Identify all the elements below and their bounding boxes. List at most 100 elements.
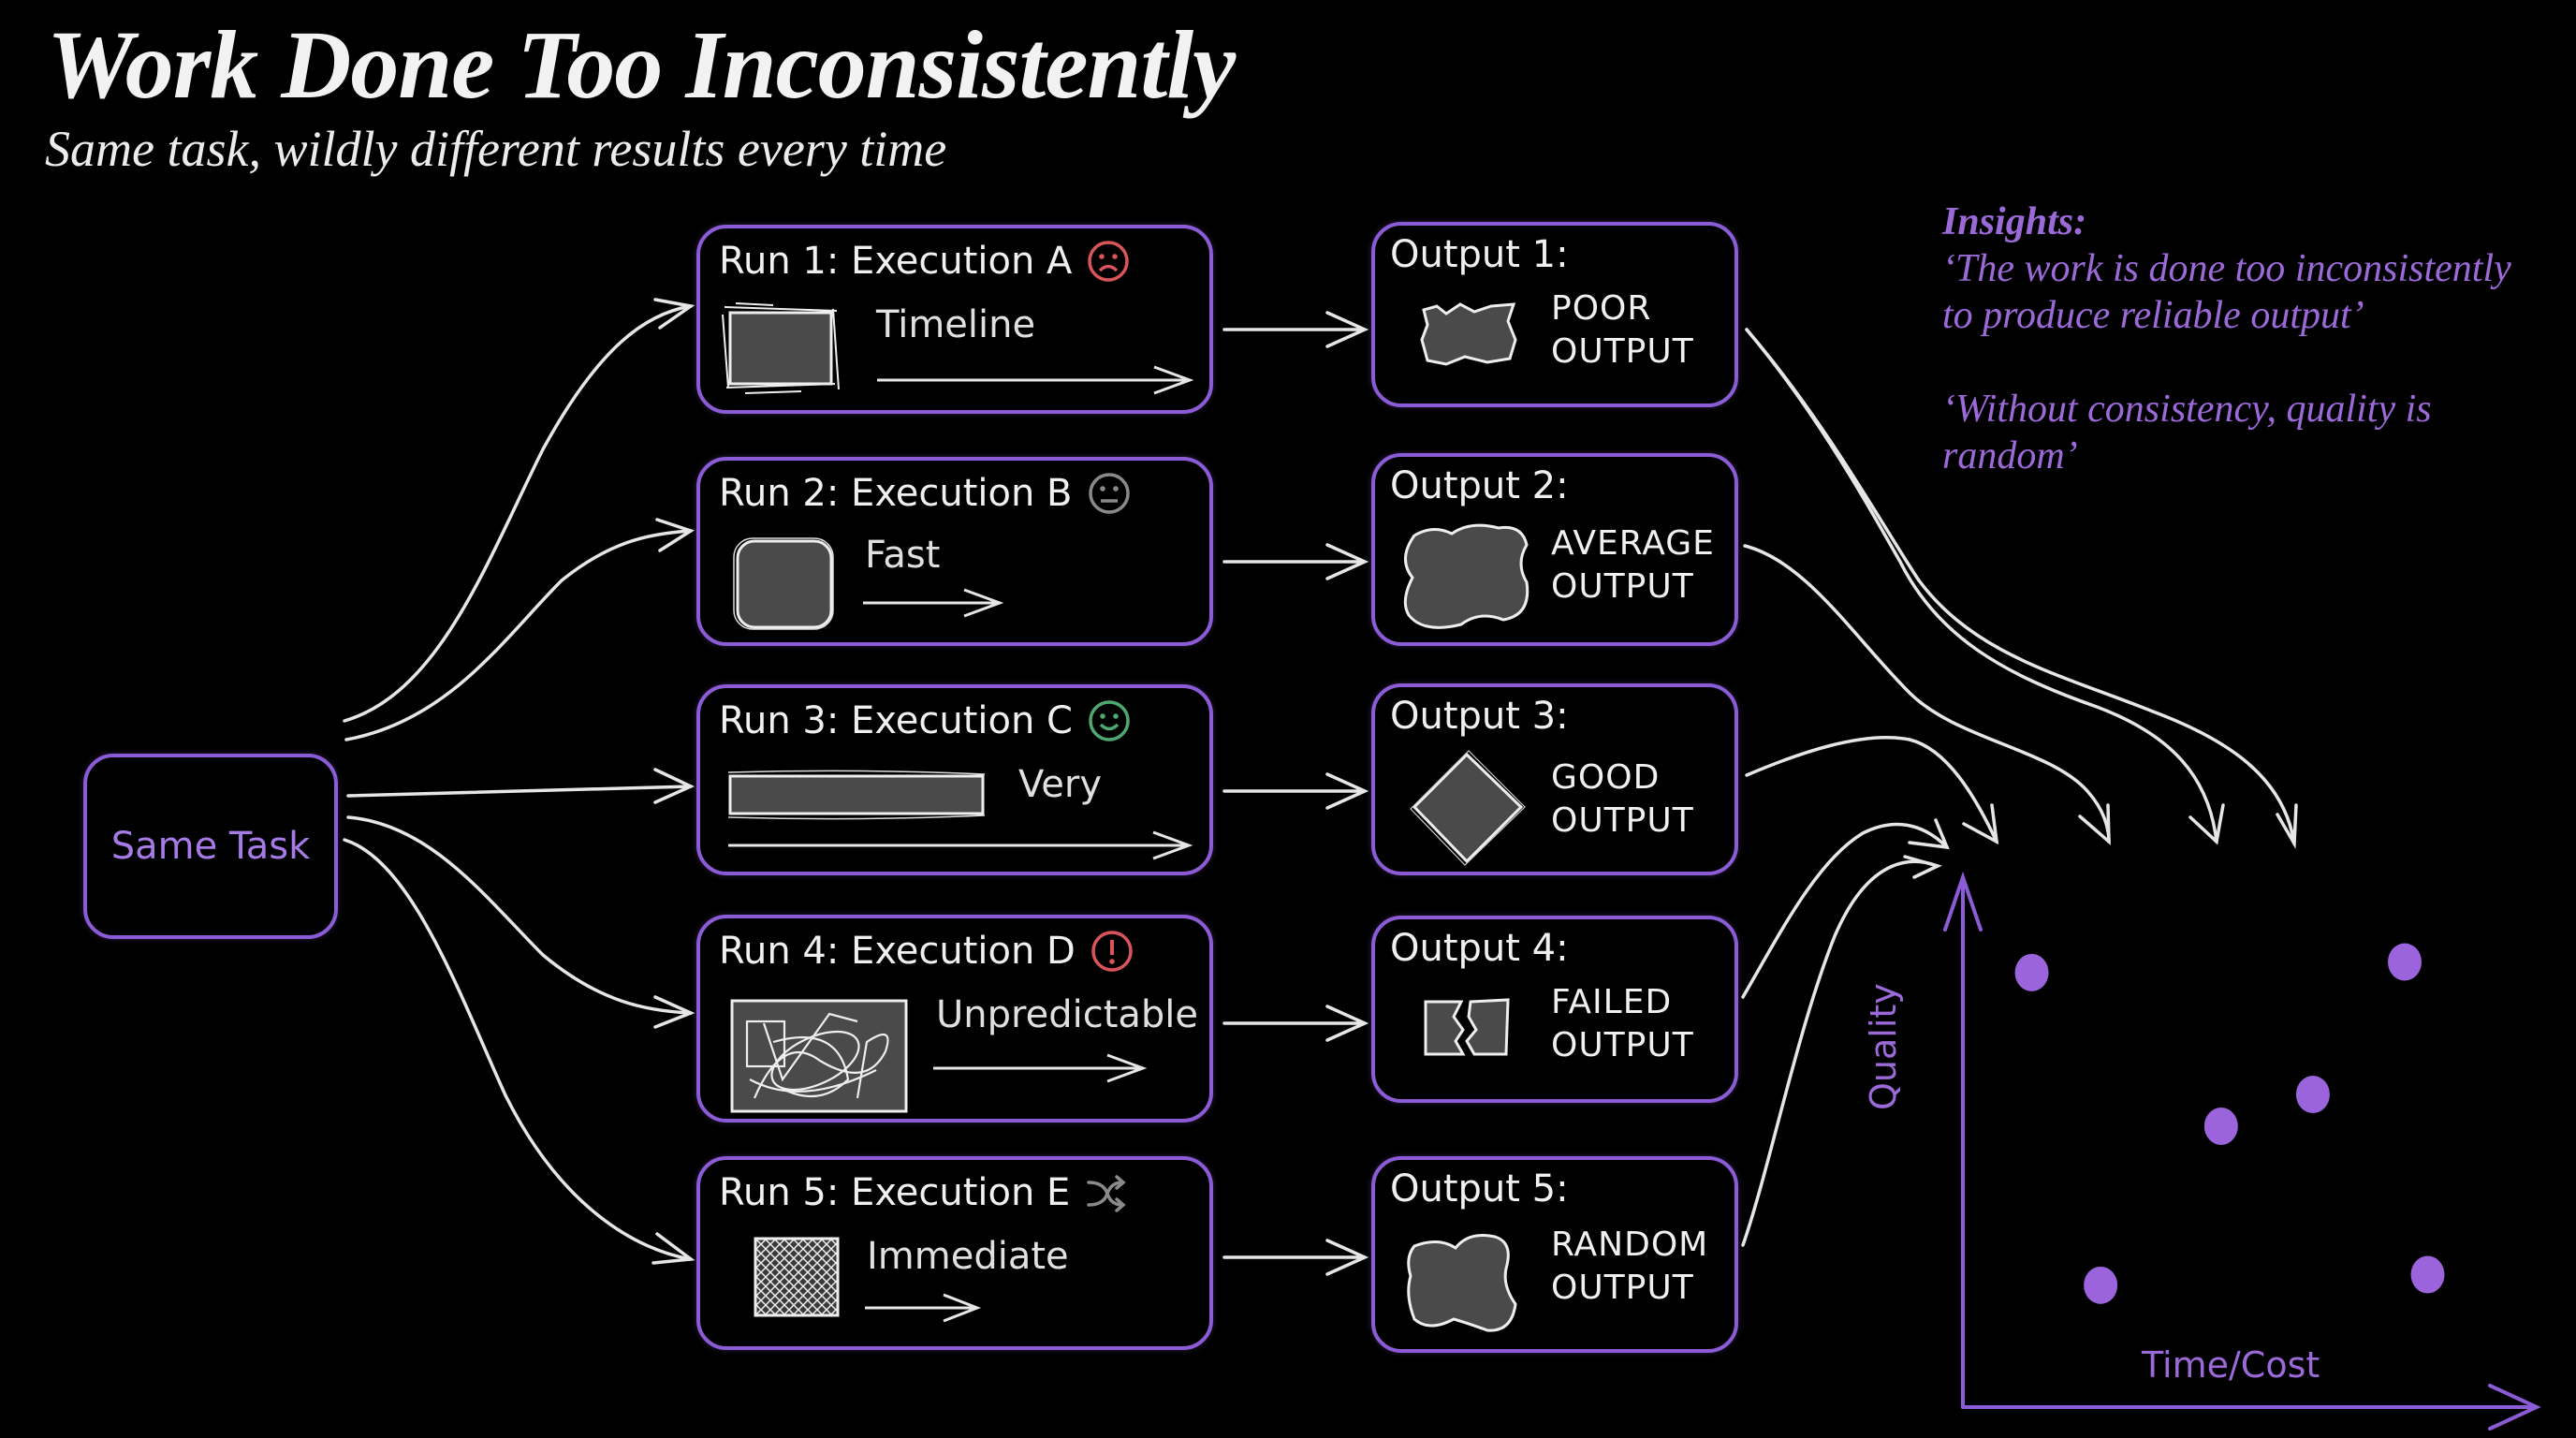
connector-task-run-4 bbox=[346, 815, 693, 1015]
run-title: Run 3: Execution C bbox=[719, 699, 1073, 742]
output-quality: POOR bbox=[1551, 289, 1652, 328]
output-word: OUTPUT bbox=[1551, 567, 1694, 606]
run-box-3[interactable]: Run 3: Execution C Very bbox=[696, 684, 1213, 875]
arrowhead bbox=[1903, 855, 1942, 879]
hatched-square-shape bbox=[754, 1237, 840, 1317]
connector-output-3-chart bbox=[1745, 735, 1998, 844]
shuffle-icon bbox=[1087, 1175, 1127, 1212]
run-label: Fast bbox=[865, 534, 941, 577]
output-title: Output 3: bbox=[1390, 695, 1569, 738]
output-word: OUTPUT bbox=[1551, 1026, 1694, 1064]
scatter-point-2 bbox=[2203, 1108, 2238, 1146]
connector-task-run-2 bbox=[344, 529, 693, 741]
connector-task-run-5 bbox=[343, 838, 693, 1261]
output-box-3[interactable]: Output 3: GOOD OUTPUT bbox=[1371, 683, 1738, 875]
rounded-square-shape bbox=[733, 537, 834, 630]
output-quality: FAILED bbox=[1551, 983, 1673, 1021]
run-title: Run 2: Execution B bbox=[719, 472, 1073, 515]
long-bar-shape bbox=[727, 770, 986, 820]
connector-task-run-1 bbox=[343, 304, 693, 723]
output-title: Output 4: bbox=[1390, 927, 1569, 970]
run-box-2[interactable]: Run 2: Execution B Fast bbox=[696, 457, 1213, 646]
output-title: Output 2: bbox=[1390, 464, 1569, 507]
same-task-label: Same Task bbox=[110, 825, 311, 868]
arrowhead bbox=[2188, 803, 2225, 845]
run-title: Run 5: Execution E bbox=[719, 1171, 1071, 1214]
y-axis-label: Quality bbox=[1863, 983, 1904, 1110]
arrowhead bbox=[653, 995, 695, 1029]
diamond-shape bbox=[1410, 750, 1526, 866]
output-box-2[interactable]: Output 2: AVERAGE OUTPUT bbox=[1371, 453, 1738, 646]
run-box-5[interactable]: Run 5: Execution E Immediate bbox=[696, 1156, 1213, 1350]
neutral-face-icon bbox=[1088, 473, 1130, 514]
output-title: Output 1: bbox=[1390, 233, 1569, 276]
output-word: OUTPUT bbox=[1551, 332, 1694, 371]
broken-square-shape bbox=[1424, 998, 1510, 1056]
x-axis bbox=[1961, 1384, 2541, 1431]
y-axis bbox=[1943, 871, 1983, 1409]
insight-quote-2-line-1: ‘Without consistency, quality is bbox=[1942, 388, 2432, 431]
output-word: OUTPUT bbox=[1551, 1269, 1694, 1307]
scatter-point-3 bbox=[2084, 1266, 2118, 1304]
arrowhead bbox=[1908, 818, 1950, 850]
connector-output-2-chart bbox=[1743, 544, 2111, 844]
very-long-arrow bbox=[728, 830, 1193, 860]
arrowhead bbox=[2276, 803, 2298, 849]
x-axis-label: Time/Cost bbox=[2142, 1344, 2320, 1386]
run-box-4[interactable]: Run 4: Execution D Unpredictable bbox=[696, 915, 1213, 1123]
connector-task-run-3 bbox=[346, 785, 693, 798]
scatter-point-4 bbox=[2295, 1076, 2330, 1114]
happy-face-icon bbox=[1089, 700, 1130, 741]
page-title: Work Done Too Inconsistently bbox=[47, 11, 1236, 119]
jagged-rectangle-shape bbox=[1420, 302, 1517, 366]
connector-run-output-5 bbox=[1222, 1239, 1369, 1276]
run-label: Unpredictable bbox=[936, 993, 1198, 1036]
immediate-arrow bbox=[865, 1293, 982, 1323]
messy-square-shape bbox=[722, 302, 840, 394]
scribble-shape bbox=[730, 999, 908, 1113]
scatter-point-6 bbox=[2410, 1255, 2445, 1294]
scatter-point-1 bbox=[2014, 953, 2049, 991]
arrowhead bbox=[651, 1232, 695, 1265]
same-task-box[interactable]: Same Task bbox=[83, 754, 338, 939]
run-label: Timeline bbox=[876, 303, 1036, 346]
exclamation-icon bbox=[1091, 931, 1133, 972]
output-box-1[interactable]: Output 1: POOR OUTPUT bbox=[1371, 222, 1738, 407]
connector-output-4-chart bbox=[1741, 822, 1949, 999]
timeline-arrow bbox=[877, 365, 1194, 395]
run-box-1[interactable]: Run 1: Execution A Timeline bbox=[696, 225, 1213, 414]
connector-output-1-chart-a bbox=[1745, 328, 2296, 845]
arrowhead bbox=[653, 298, 695, 330]
run-label: Very bbox=[1018, 763, 1102, 806]
sad-face-icon bbox=[1088, 241, 1130, 282]
arrowhead bbox=[1962, 803, 1999, 845]
output-quality: GOOD bbox=[1551, 758, 1661, 797]
insights-heading: Insights: bbox=[1942, 200, 2087, 243]
output-title: Output 5: bbox=[1390, 1167, 1569, 1211]
connector-run-output-1 bbox=[1222, 311, 1369, 348]
insight-quote-2-line-2: random’ bbox=[1942, 434, 2078, 477]
connector-output-1-chart-b bbox=[1745, 328, 2218, 844]
connector-run-output-4 bbox=[1222, 1005, 1369, 1042]
arrowhead bbox=[655, 518, 695, 552]
insights-panel: Insights: ‘The work is done too inconsis… bbox=[1942, 198, 2511, 479]
run-label: Immediate bbox=[867, 1235, 1069, 1278]
insight-quote-1-line-2: to produce reliable output’ bbox=[1942, 294, 2364, 337]
output-box-5[interactable]: Output 5: RANDOM OUTPUT bbox=[1371, 1156, 1738, 1353]
output-quality: AVERAGE bbox=[1551, 524, 1715, 563]
connector-run-output-3 bbox=[1222, 772, 1369, 810]
run-title: Run 1: Execution A bbox=[719, 240, 1073, 283]
run-title: Run 4: Execution D bbox=[719, 930, 1076, 973]
irregular-blob-shape bbox=[1407, 1234, 1517, 1332]
arrowhead bbox=[2078, 803, 2111, 845]
output-word: OUTPUT bbox=[1551, 801, 1694, 840]
cloud-blob-shape bbox=[1403, 523, 1530, 629]
output-box-4[interactable]: Output 4: FAILED OUTPUT bbox=[1371, 916, 1738, 1103]
unpredictable-arrow bbox=[933, 1053, 1148, 1083]
page-subtitle: Same task, wildly different results ever… bbox=[45, 121, 947, 177]
output-quality: RANDOM bbox=[1551, 1225, 1709, 1264]
arrowhead bbox=[653, 768, 695, 804]
fast-arrow bbox=[863, 588, 1004, 618]
